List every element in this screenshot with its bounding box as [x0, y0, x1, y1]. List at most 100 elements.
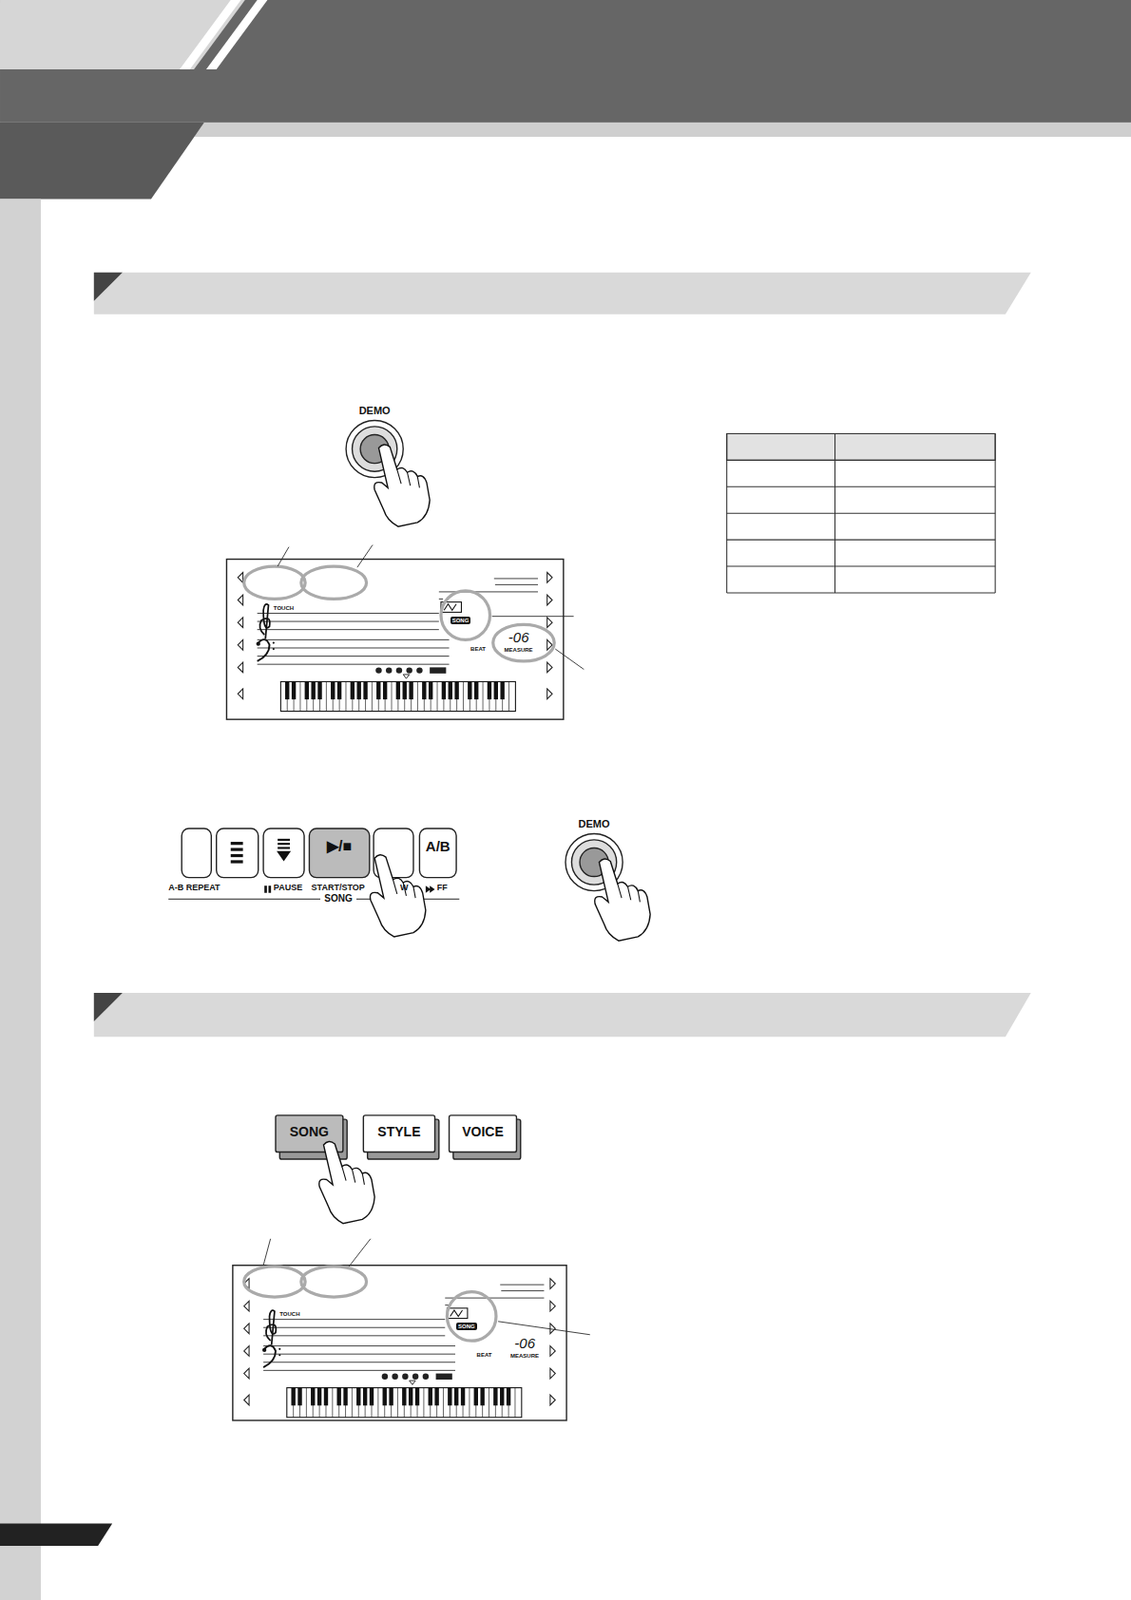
button-label: SONG	[289, 1125, 329, 1139]
song-buttons	[230, 854, 244, 858]
lcd-stroke	[257, 639, 450, 641]
lcd-stroke	[357, 681, 362, 700]
lcd-stroke	[402, 674, 409, 679]
lcd-stroke	[487, 681, 492, 700]
header-stripe	[193, 122, 1131, 137]
lcd-stroke	[331, 1388, 333, 1419]
lcd-stroke	[437, 681, 439, 711]
lcd-stroke	[263, 1345, 456, 1347]
empty-table	[727, 486, 996, 488]
lcd-stroke	[405, 667, 412, 673]
lcd-stroke	[550, 1346, 556, 1358]
lcd-stroke	[337, 681, 342, 700]
lcd-stroke	[409, 1380, 416, 1385]
lcd-stroke	[385, 667, 392, 673]
lcd-stroke	[350, 681, 355, 700]
lcd-stroke	[244, 1368, 250, 1380]
lcd-stroke	[454, 1388, 459, 1407]
lcd-stroke	[310, 1388, 315, 1407]
lcd-stroke	[550, 1301, 556, 1312]
leader-line	[498, 1322, 591, 1336]
leader-line	[348, 1239, 371, 1267]
lcd-stroke	[415, 1388, 420, 1407]
lcd-stroke	[324, 1388, 328, 1407]
lcd-stroke	[462, 681, 464, 711]
mode-buttons	[275, 1115, 521, 1160]
start-stop-button: ▶/■	[308, 828, 369, 879]
button-label: A/B	[425, 839, 451, 854]
lcd-stroke	[356, 1388, 361, 1407]
lcd-stroke	[422, 1374, 429, 1381]
lcd-stroke	[237, 617, 243, 629]
lcd-stroke	[244, 1323, 250, 1335]
lcd-stroke	[369, 1388, 374, 1407]
lcd-stroke	[444, 1298, 544, 1300]
side-bar	[0, 198, 41, 1600]
lcd-stroke	[257, 629, 440, 631]
panel-label: TOUCH	[273, 605, 294, 612]
panel-label: W	[400, 883, 409, 893]
lcd-stroke	[299, 681, 301, 711]
lcd-stroke	[550, 1368, 556, 1380]
lcd-stroke	[237, 662, 243, 673]
lcd-stroke	[256, 642, 261, 647]
panel-label: SONG	[320, 894, 356, 904]
lcd-stroke	[396, 667, 403, 673]
lcd-stroke	[232, 1265, 567, 1421]
lcd-stroke	[330, 681, 335, 700]
lcd-stroke	[388, 1388, 393, 1407]
section-bar	[94, 272, 1032, 315]
empty-table	[727, 513, 996, 515]
page-art	[369, 855, 425, 938]
lcd-stroke	[317, 681, 322, 700]
lcd-stroke	[434, 1388, 439, 1407]
lcd-stroke	[391, 1374, 398, 1381]
lcd-stroke	[447, 1388, 452, 1407]
lcd-stroke	[237, 689, 243, 700]
lcd-stroke	[499, 1284, 544, 1286]
lcd-stroke	[468, 1388, 470, 1419]
song-buttons	[230, 860, 244, 863]
lcd-stroke	[547, 689, 553, 700]
lcd-stroke	[351, 1388, 353, 1419]
callout-highlight	[244, 566, 306, 599]
callout-highlight	[440, 591, 491, 641]
lcd-stroke	[285, 681, 289, 700]
lcd-stroke	[343, 1388, 347, 1407]
lcd-stroke	[297, 1388, 302, 1407]
lcd-stroke	[488, 1388, 490, 1419]
panel-label: BEAT	[470, 646, 486, 652]
lcd-stroke	[237, 594, 243, 606]
lcd-stroke	[467, 681, 472, 700]
lcd-stroke	[436, 1374, 453, 1381]
demo-button: DEMO	[563, 819, 625, 891]
lcd-stroke	[443, 604, 457, 611]
leader-line	[492, 615, 575, 617]
lcd-stroke	[237, 573, 243, 584]
lcd-stroke	[460, 1388, 465, 1407]
lcd-stroke	[263, 1361, 456, 1363]
lcd-stroke	[493, 1388, 498, 1407]
page-tab	[0, 1523, 113, 1547]
panel-label: FF	[437, 883, 448, 893]
lcd-stroke	[317, 1388, 322, 1407]
lcd-stroke	[429, 667, 446, 673]
lcd-stroke	[263, 1335, 445, 1337]
lcd-stroke	[416, 667, 422, 673]
lcd-stroke	[506, 1388, 511, 1407]
lcd-stroke	[263, 1370, 456, 1372]
lcd-stroke	[287, 1388, 522, 1419]
page-art	[206, 0, 268, 70]
lcd-stroke	[391, 681, 393, 711]
button-label: STYLE	[377, 1125, 421, 1139]
demo-button	[374, 444, 430, 527]
lcd-stroke	[412, 1374, 419, 1381]
empty-table	[727, 460, 996, 461]
lcd-stroke	[345, 681, 346, 711]
song-buttons	[263, 828, 305, 879]
lcd-stroke	[263, 1319, 445, 1321]
lcd-stroke	[499, 1388, 504, 1407]
lcd-stroke	[363, 1388, 367, 1407]
lcd-stroke	[474, 1388, 479, 1407]
